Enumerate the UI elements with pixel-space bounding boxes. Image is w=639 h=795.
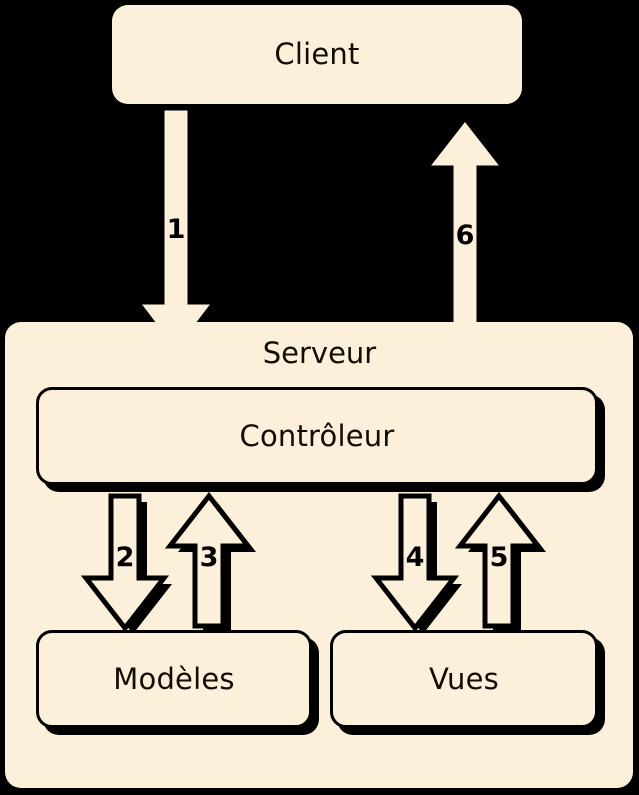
node-models-label: Modèles — [113, 661, 235, 696]
node-client-label: Client — [274, 37, 360, 71]
node-views: Vues — [330, 630, 598, 728]
node-server-label: Serveur — [262, 336, 377, 370]
arrow-3: 3 — [164, 491, 270, 640]
node-client: Client — [112, 5, 522, 104]
arrow-3-shape — [164, 491, 256, 632]
node-models: Modèles — [36, 630, 312, 728]
node-controller: Contrôleur — [36, 387, 598, 485]
node-controller-label: Contrôleur — [239, 418, 395, 453]
arrow-5-shape — [454, 491, 546, 632]
arrow-2-shape — [80, 493, 172, 634]
arrow-4-shape — [370, 493, 462, 634]
arrow-5: 5 — [454, 491, 560, 640]
node-views-label: Vues — [428, 661, 499, 696]
